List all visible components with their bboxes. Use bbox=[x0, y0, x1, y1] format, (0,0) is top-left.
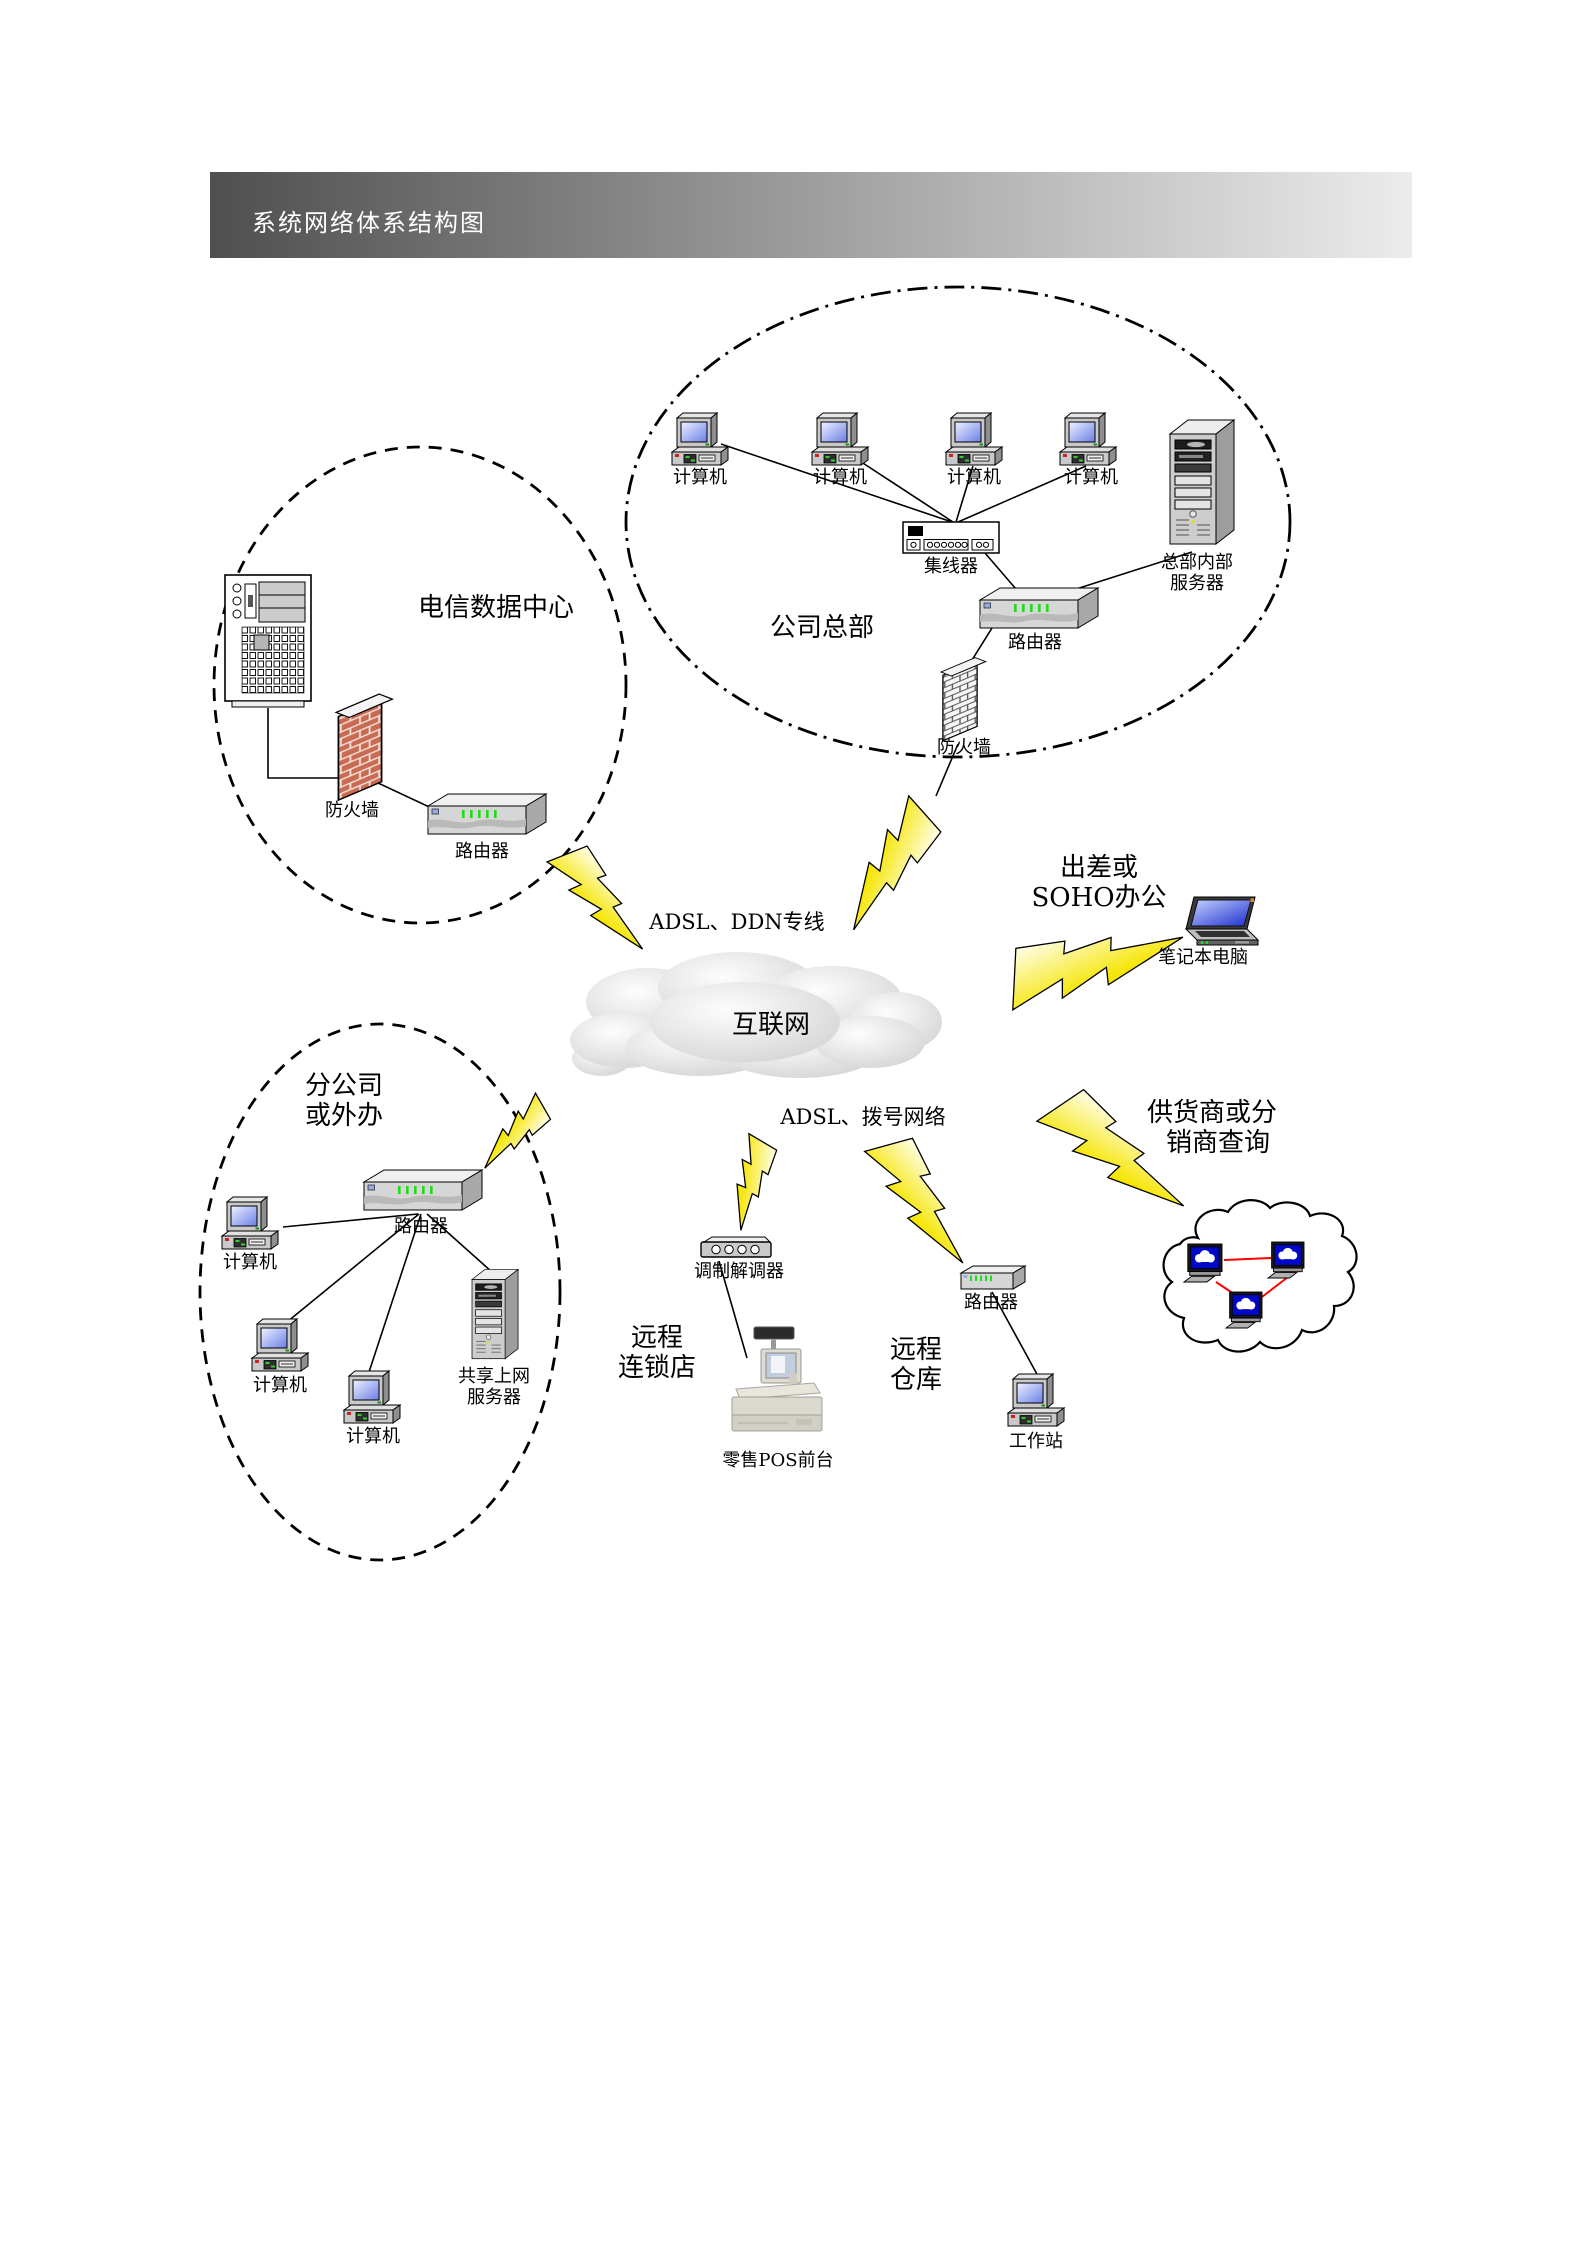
hq-computer-icon bbox=[945, 412, 1003, 466]
connection-line bbox=[286, 1213, 420, 1323]
hq-server-label-line2: 服务器 bbox=[1170, 573, 1224, 594]
connection-line bbox=[282, 1213, 419, 1228]
connection-line bbox=[718, 1260, 748, 1359]
branch-server-label-line2: 服务器 bbox=[467, 1387, 521, 1408]
soho-laptop-icon bbox=[1185, 896, 1259, 946]
hq-computer-icon bbox=[671, 412, 729, 466]
connection-line bbox=[426, 1213, 493, 1273]
branch-computer-icon bbox=[343, 1370, 401, 1424]
soho-label-line1: 出差或 bbox=[1060, 853, 1138, 883]
supplier-cloud bbox=[1162, 1199, 1358, 1353]
modem-label: 调制解调器 bbox=[694, 1261, 784, 1282]
branch-pc3-label: 计算机 bbox=[346, 1426, 400, 1447]
supplier-link-line bbox=[1223, 1257, 1273, 1261]
hq-computer-icon bbox=[811, 412, 869, 466]
store-pos-icon bbox=[731, 1326, 823, 1432]
hq-pc2-label: 计算机 bbox=[813, 467, 867, 488]
connection-line bbox=[845, 451, 954, 523]
title-bar bbox=[210, 172, 1412, 258]
connection-line bbox=[957, 465, 1087, 523]
hq-hub-label: 集线器 bbox=[924, 556, 978, 577]
branch-server-label-line1: 共享上网 bbox=[458, 1366, 530, 1387]
telecom-firewall-icon bbox=[335, 693, 394, 801]
branch-server-icon bbox=[471, 1268, 519, 1360]
soho-label-line2: SOHO办公 bbox=[1031, 883, 1166, 913]
supplier-link-line bbox=[1257, 1276, 1289, 1301]
branch-computer-icon bbox=[221, 1196, 279, 1250]
hq-firewall-icon bbox=[940, 656, 987, 742]
telecom-firewall-label: 防火墙 bbox=[325, 800, 379, 821]
warehouse-label-line1: 远程 bbox=[890, 1335, 942, 1365]
lightning-bolt-internet-branch bbox=[475, 1091, 558, 1181]
warehouse-router-label: 路由器 bbox=[964, 1292, 1018, 1313]
branch-router-label: 路由器 bbox=[394, 1216, 448, 1237]
connection-line bbox=[935, 743, 959, 797]
lightning-bolt-hq-internet bbox=[837, 793, 950, 946]
hq-pc3-label: 计算机 bbox=[947, 467, 1001, 488]
branch-label-line1: 分公司 bbox=[305, 1071, 383, 1101]
hq-server-icon bbox=[1169, 419, 1235, 545]
workstation-label: 工作站 bbox=[1009, 1431, 1063, 1452]
store-label-line1: 远程 bbox=[631, 1323, 683, 1353]
hq-server-label-line1: 总部内部 bbox=[1161, 552, 1233, 573]
headquarters-boundary bbox=[624, 285, 1292, 759]
branch-office-boundary bbox=[198, 1022, 562, 1562]
internet-cloud bbox=[570, 952, 942, 1078]
branch-pc2-label: 计算机 bbox=[253, 1375, 307, 1396]
hq-computer-icon bbox=[1059, 412, 1117, 466]
lightning-bolt-telecom-internet bbox=[543, 834, 664, 961]
connection-line bbox=[267, 708, 338, 779]
connection-line bbox=[991, 1291, 1039, 1377]
branch-computer-icon bbox=[251, 1318, 309, 1372]
hq-firewall-label: 防火墙 bbox=[937, 737, 991, 758]
store-modem-icon bbox=[700, 1236, 772, 1258]
hq-hub-icon bbox=[902, 521, 1000, 554]
warehouse-workstation-icon bbox=[1007, 1373, 1065, 1427]
hq-router-icon bbox=[979, 587, 1099, 629]
connection-line bbox=[971, 627, 993, 661]
telecom-server-icon bbox=[224, 574, 312, 708]
connection-lines bbox=[267, 443, 1193, 1377]
connection-line bbox=[955, 465, 974, 523]
connection-line bbox=[720, 443, 953, 523]
hq-label: 公司总部 bbox=[770, 613, 874, 643]
adsl-dialup-label: ADSL、拨号网络 bbox=[779, 1105, 945, 1129]
branch-pc1-label: 计算机 bbox=[223, 1252, 277, 1273]
supplier-label-line2: 销商查询 bbox=[1166, 1128, 1270, 1158]
internet-label: 互联网 bbox=[732, 1010, 810, 1040]
store-label-line2: 连锁店 bbox=[618, 1353, 696, 1383]
telecom-center-boundary bbox=[212, 445, 628, 925]
hq-pc4-label: 计算机 bbox=[1064, 467, 1118, 488]
page-title: 系统网络体系结构图 bbox=[252, 209, 486, 237]
warehouse-label-line2: 仓库 bbox=[890, 1365, 942, 1395]
telecom-router-label: 路由器 bbox=[455, 841, 509, 862]
hq-router-label: 路由器 bbox=[1008, 632, 1062, 653]
telecom-center-label: 电信数据中心 bbox=[418, 593, 574, 623]
warehouse-router-icon bbox=[960, 1265, 1026, 1290]
supplier-label-line1: 供货商或分 bbox=[1147, 1098, 1277, 1128]
connection-line bbox=[368, 1213, 422, 1373]
adsl-ddn-label: ADSL、DDN专线 bbox=[648, 910, 824, 934]
branch-label-line2: 或外办 bbox=[305, 1101, 383, 1131]
branch-router-icon bbox=[363, 1169, 483, 1211]
laptop-label: 笔记本电脑 bbox=[1158, 947, 1248, 968]
lightning-bolt-internet-warehouse bbox=[860, 1123, 990, 1275]
telecom-router-icon bbox=[427, 793, 547, 835]
hq-pc1-label: 计算机 bbox=[673, 467, 727, 488]
pos-label: 零售POS前台 bbox=[722, 1450, 833, 1471]
lightning-bolt-internet-modem bbox=[728, 1132, 780, 1235]
